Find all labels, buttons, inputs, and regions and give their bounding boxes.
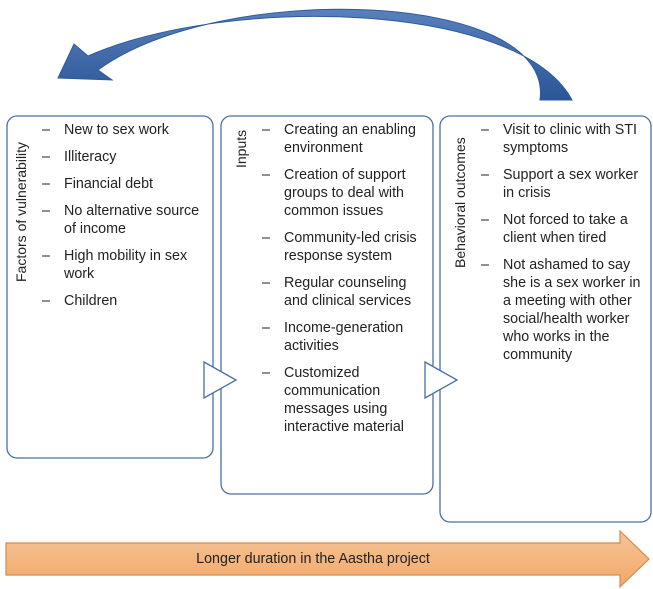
list-item: Visit to clinic with STI symptoms [481,121,643,157]
list-item: Not forced to take a client when tired [481,211,643,247]
vulnerability-list: New to sex work Illiteracy Financial deb… [42,121,204,319]
list-item: Financial debt [42,175,204,193]
list-item: Support a sex worker in crisis [481,166,643,202]
inputs-list: Creating an enabling environment Creatio… [262,121,422,445]
list-item: High mobility in sex work [42,247,204,283]
list-item: Creation of support groups to deal with … [262,166,422,220]
list-item: Creating an enabling environment [262,121,422,157]
list-item: Children [42,292,204,310]
list-item: Not ashamed to say she is a sex worker i… [481,256,643,364]
outcomes-list: Visit to clinic with STI symptoms Suppor… [481,121,643,373]
list-item: No alternative source of income [42,202,204,238]
list-item: Customized communication messages using … [262,364,422,436]
duration-label: Longer duration in the Aastha project [196,551,430,567]
list-item: Illiteracy [42,148,204,166]
chevron-arrow-1 [203,360,238,400]
list-item: Regular counseling and clinical services [262,274,422,310]
vulnerability-title: Factors of vulnerability [13,141,29,282]
list-item: Income-generation activities [262,319,422,355]
list-item: New to sex work [42,121,204,139]
chevron-arrow-2 [424,360,459,400]
outcomes-title: Behavioral outcomes [452,137,468,268]
feedback-arrow [57,8,573,101]
inputs-title: Inputs [233,129,249,168]
list-item: Community-led crisis response system [262,229,422,265]
duration-arrow [5,529,650,589]
